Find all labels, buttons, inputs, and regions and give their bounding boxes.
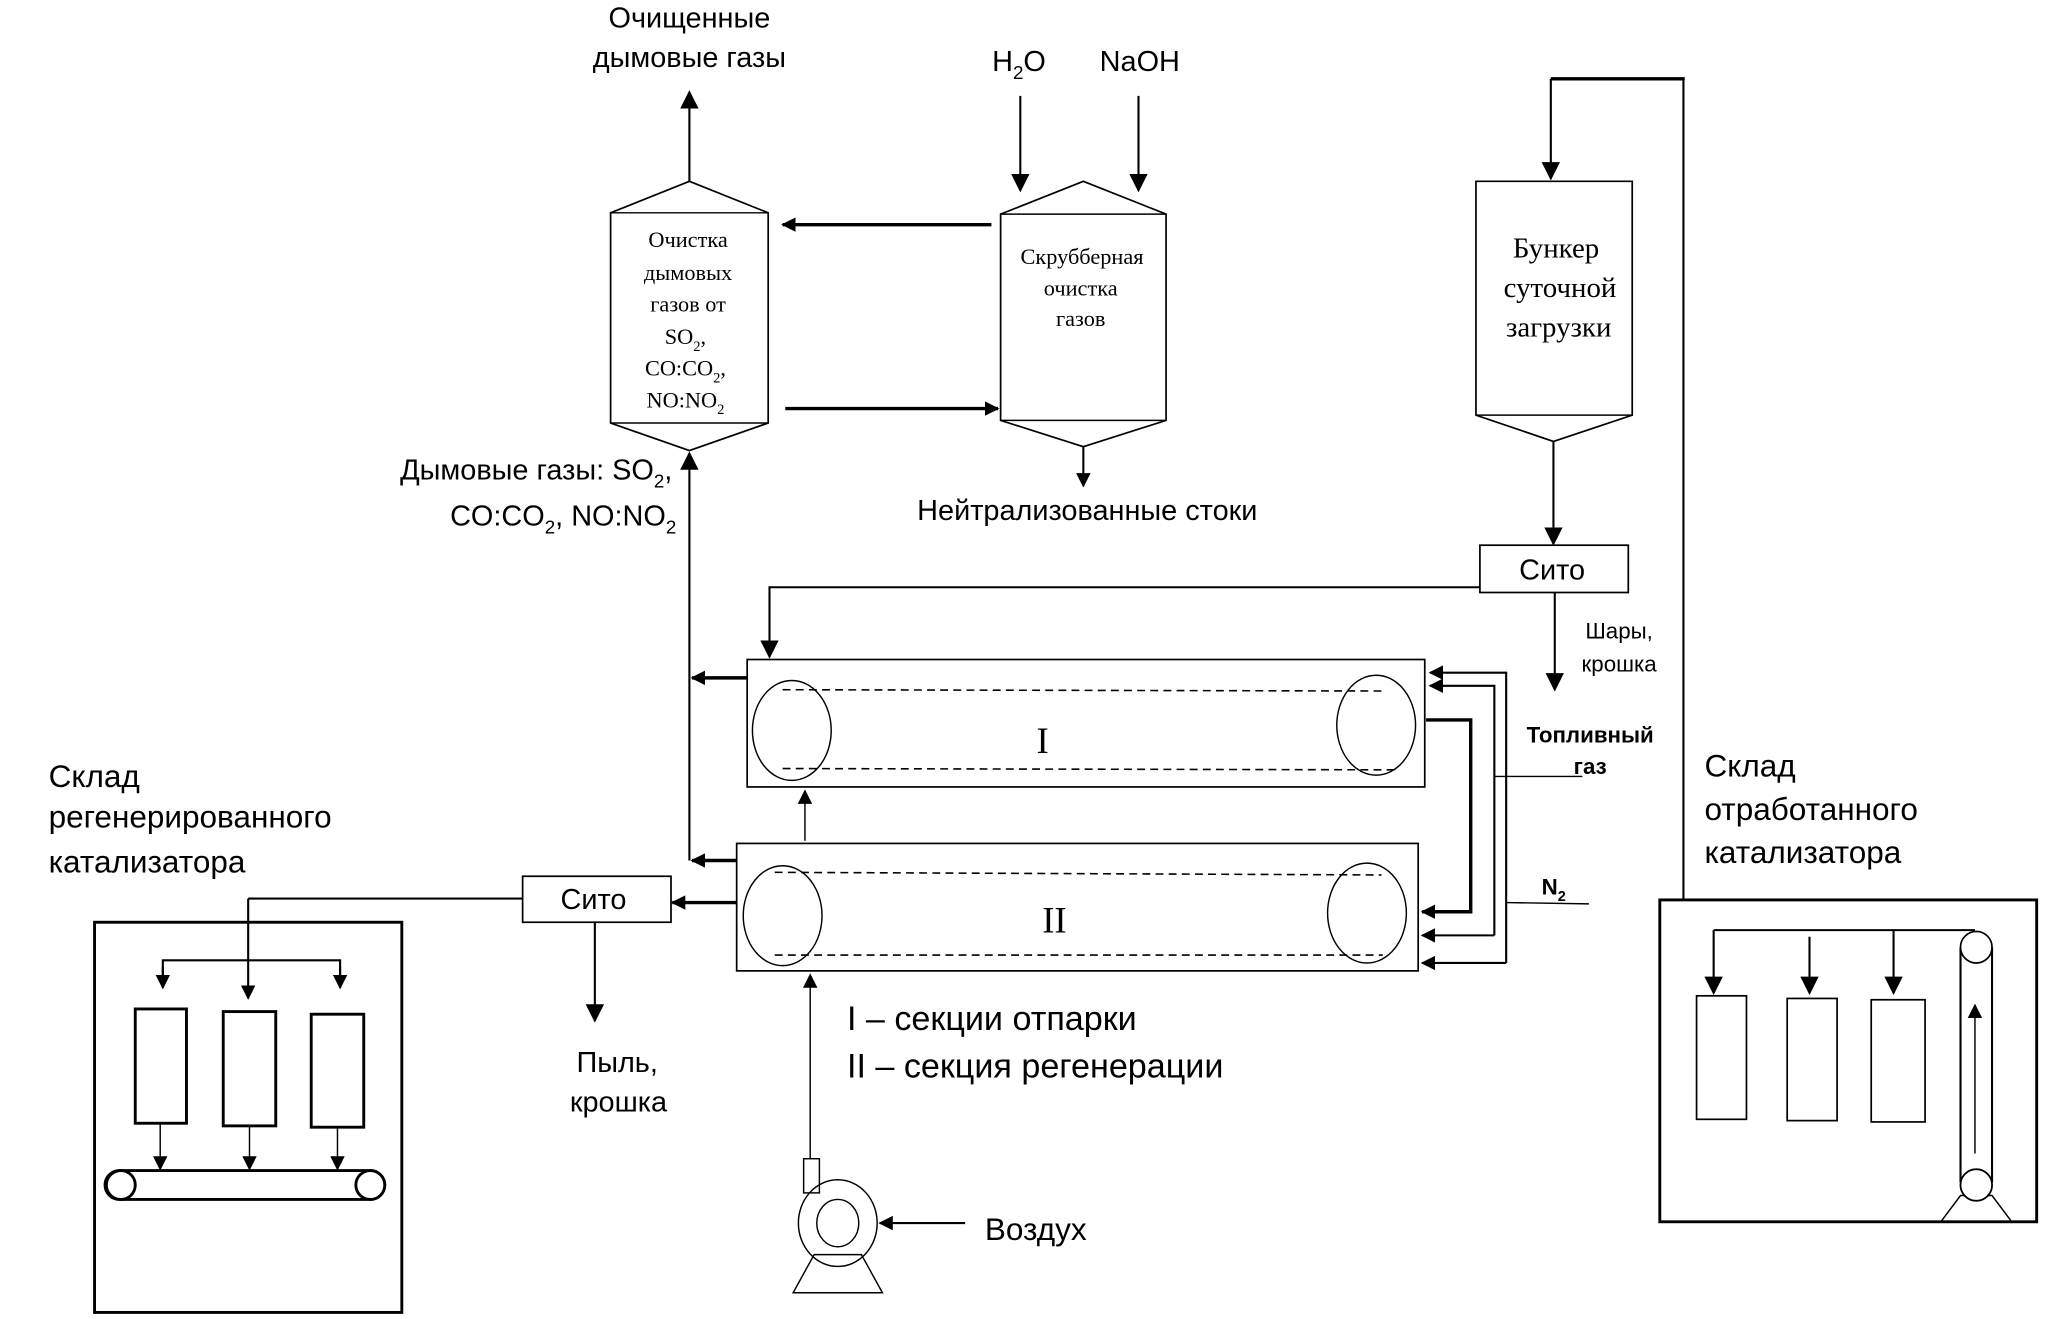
bunker-text-1: Бункер <box>1513 232 1599 264</box>
gas-cleaning-vessel: Очистка дымовых газов от SO2, CO:CO2, NO… <box>609 180 770 452</box>
dust-label-2: крошка <box>570 1086 668 1118</box>
regen-store-label-1: Склад <box>49 758 140 794</box>
sieve-bottom: Сито <box>521 875 672 924</box>
section1-right-roller <box>1336 674 1417 776</box>
n2-label: N2 <box>1542 875 1566 906</box>
bucket-elevator-icon <box>1939 930 2014 1223</box>
regen-hopper-3 <box>309 1012 366 1129</box>
spent-catalyst-store <box>1658 898 2039 1224</box>
neutralized-label: Нейтрализованные стоки <box>917 495 1257 527</box>
section-2-regeneration: II <box>735 842 1420 972</box>
section1-left-roller <box>751 679 832 782</box>
section2-label: II <box>1042 900 1066 941</box>
scrubber-text-1: Скрубберная <box>1021 244 1144 269</box>
regen-catalyst-store <box>93 897 523 1314</box>
section2-right-roller <box>1326 862 1408 964</box>
bunker-text-2: суточной <box>1504 272 1617 304</box>
h2o-label: H2O <box>992 46 1046 83</box>
section1-to-section2-transfer <box>1420 718 1473 919</box>
n2-inlet <box>1506 901 1589 905</box>
balls-label-1: Шары, <box>1585 618 1653 643</box>
balls-label-2: крошка <box>1582 651 1658 676</box>
regen-hopper-2 <box>221 1010 278 1128</box>
air-label: Воздух <box>985 1211 1087 1247</box>
fuel-gas-label-1: Топливный <box>1527 722 1654 747</box>
naoh-label: NaOH <box>1100 46 1180 78</box>
belt-conveyor-icon <box>103 1169 387 1201</box>
spent-hopper-3 <box>1870 998 1926 1123</box>
centrifugal-fan-icon <box>791 1158 884 1294</box>
spent-hopper-2 <box>1786 997 1838 1122</box>
sieve-bottom-label: Сито <box>561 884 627 916</box>
dust-label-1: Пыль, <box>576 1047 657 1079</box>
sieve-top: Сито <box>1479 544 1630 594</box>
section1-label: I <box>1037 720 1049 761</box>
flue-gases-label-1: Дымовые газы: SO2, <box>400 455 672 492</box>
gas-cleaning-no: NO:NO2 <box>647 387 725 418</box>
clean-gas-label-1: Очищенные <box>608 3 770 35</box>
section2-left-roller <box>742 865 823 967</box>
legend-section-1: I – секции отпарки <box>847 1000 1137 1038</box>
gas-cleaning-text-3: газов от <box>650 291 726 316</box>
spent-store-label-2: отработанного <box>1704 791 1917 827</box>
regen-hopper-1 <box>133 1007 188 1125</box>
regen-store-label-3: катализатора <box>49 843 246 879</box>
scrubber-vessel: Скрубберная очистка газов <box>999 180 1167 448</box>
gas-cleaning-co: CO:CO2, <box>645 356 726 387</box>
section-1-stripping: I <box>746 658 1426 788</box>
spent-store-label-1: Склад <box>1704 747 1795 783</box>
gas-cleaning-text-2: дымовых <box>644 260 732 285</box>
scrubber-text-3: газов <box>1056 306 1105 331</box>
flue-gases-label-2: CO:CO2, NO:NO2 <box>450 500 676 537</box>
sieve-top-label: Сито <box>1519 554 1585 586</box>
daily-load-bunker: Бункер суточной загрузки <box>1475 180 1634 443</box>
gas-cleaning-so2: SO2, <box>665 324 706 355</box>
legend-section-2: II – секция регенерации <box>847 1047 1223 1085</box>
fuel-gas-label-2: газ <box>1574 754 1607 779</box>
n2-to-section1 <box>1428 665 1508 963</box>
scrubber-text-2: очистка <box>1044 276 1118 301</box>
clean-gas-label-2: дымовые газы <box>593 42 786 74</box>
spent-hopper-1 <box>1695 994 1748 1121</box>
sieve-to-section1-arrow <box>760 586 1480 659</box>
fuel-gas-to-section1 <box>1428 678 1496 936</box>
spent-store-label-3: катализатора <box>1704 834 1901 870</box>
regen-store-label-2: регенерированного <box>49 799 332 835</box>
gas-cleaning-text-1: Очистка <box>648 227 727 252</box>
bunker-text-3: загрузки <box>1506 311 1611 343</box>
